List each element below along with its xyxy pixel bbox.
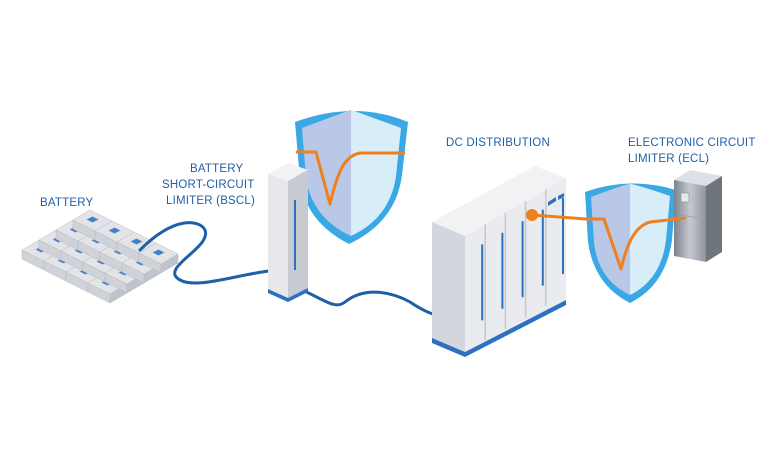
ecl-signal-line: [526, 209, 687, 271]
bscl-label-line1: BATTERY: [190, 163, 244, 175]
battery-cell-cap: [151, 249, 166, 256]
bscl-shield-icon: [295, 110, 408, 244]
bscl-current-curve: [296, 150, 405, 206]
electronic-box-icon: [674, 170, 722, 262]
bscl-to-dc-cable: [296, 286, 442, 318]
battery-cell-cap: [129, 238, 144, 245]
bscl-label-line3: LIMITER (BSCL): [166, 195, 255, 207]
battery-cell-cap: [107, 227, 122, 234]
bscl-label-line2: SHORT-CIRCUIT: [162, 179, 254, 191]
battery-cells-icon: [21, 209, 179, 304]
bscl-cabinet-icon: [268, 163, 308, 302]
battery-cell-cap: [85, 216, 100, 223]
battery-to-bscl-cable: [138, 221, 280, 285]
ecl-label-line1: ELECTRONIC CIRCUIT: [628, 137, 756, 149]
dc-distribution-cabinet-icon: [432, 166, 566, 357]
ecl-label-line2: LIMITER (ECL): [628, 153, 709, 165]
dc-distribution-label: DC DISTRIBUTION: [446, 137, 550, 149]
battery-label: BATTERY: [40, 197, 94, 209]
